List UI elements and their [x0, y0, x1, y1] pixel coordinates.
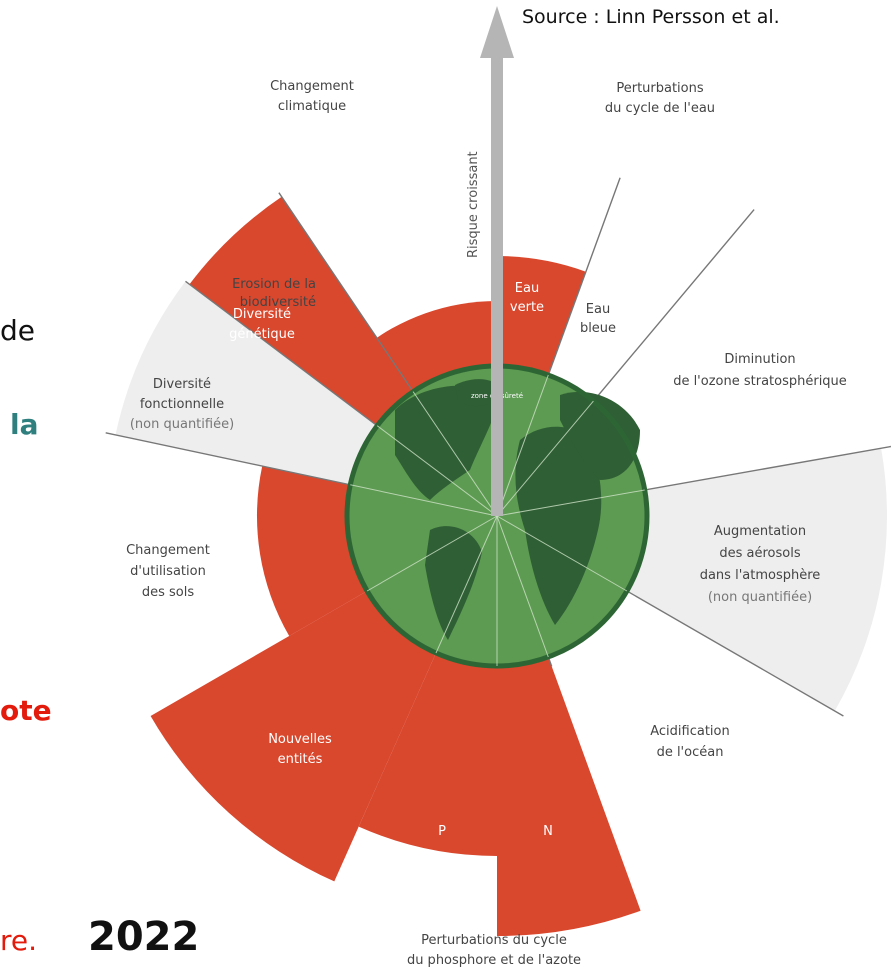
continent-south-america [425, 526, 482, 640]
label-phosphorus: P [438, 824, 446, 839]
risk-arrow: Risque croissant [466, 6, 514, 516]
inner-divider [376, 425, 498, 517]
source-credit: Source : Linn Persson et al. [522, 6, 780, 28]
text-fragment-la: la [10, 408, 39, 441]
inner-divider [435, 515, 498, 654]
inner-divider [350, 484, 498, 517]
text-fragment-re: re. [0, 924, 38, 957]
inner-divider [496, 400, 594, 517]
inner-divider [496, 374, 549, 517]
text-fragment-ote: ote [0, 694, 52, 727]
continent-asia [560, 391, 640, 480]
inner-divider [412, 391, 498, 517]
inner-divider [496, 515, 628, 592]
year-label: 2022 [88, 914, 200, 960]
inner-divider [366, 515, 498, 592]
inner-divider [496, 489, 645, 517]
inner-dividers [350, 374, 645, 666]
text-fragment-de: de [0, 314, 35, 347]
risk-arrow-label: Risque croissant [466, 151, 481, 258]
inner-divider [496, 515, 549, 658]
risk-arrow-shaft [491, 56, 503, 516]
continent-europe-africa [515, 426, 602, 625]
risk-arrow-head [480, 6, 514, 58]
label-nitrogen: N [543, 824, 553, 839]
